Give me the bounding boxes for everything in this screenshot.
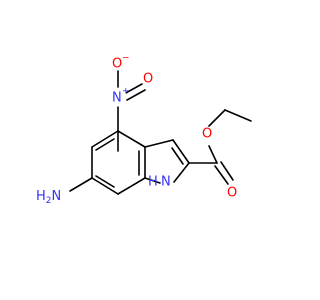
bond-c6-c7-inner [95,175,115,188]
bond-carbonyl-o-double-2 [220,161,234,181]
ring-nh-h-label: H [148,175,158,190]
bond-c4-c5-inner [95,138,115,151]
bond-c7-c7a [117,177,146,195]
bond-nitro-o-right-2 [126,89,146,101]
bond-layer [69,70,252,195]
label-layer: N + O − O O O H2N N H [36,54,237,206]
bond-c6-c7 [91,177,119,195]
bond-nitro-o-right [123,83,143,95]
bond-o-ch2 [208,109,226,127]
bond-carbonyl-o-single [208,145,218,164]
bond-carbonyl-o-double [214,165,229,185]
bond-c3-c2 [172,139,190,164]
nitro-o-right-label: O [143,72,153,87]
nitro-n-label: N [112,91,122,106]
nitro-o-top-label: O [112,57,122,72]
nitro-o-top-charge: − [122,54,130,64]
bond-c4-c5 [91,130,119,148]
nitro-n-charge: + [122,87,130,97]
bond-ch2-ch3 [224,109,252,122]
bond-c3a-c4-b [117,130,146,148]
molecule-structure: N + O − O O O H2N N H [36,54,252,206]
ester-o-single-label: O [202,127,212,142]
bond-c3a-c3 [144,139,174,148]
bond-c6-amine [69,177,93,192]
bond-c3-c2-inner [171,147,184,165]
ester-o-double-label: O [227,186,237,201]
bond-c2-n1 [173,162,190,183]
ring-nh-n-label: N [161,175,171,190]
bond-n1-c7a [144,177,161,184]
amine-label: H2N [36,189,61,206]
label-bg-nitro-n [110,90,126,106]
